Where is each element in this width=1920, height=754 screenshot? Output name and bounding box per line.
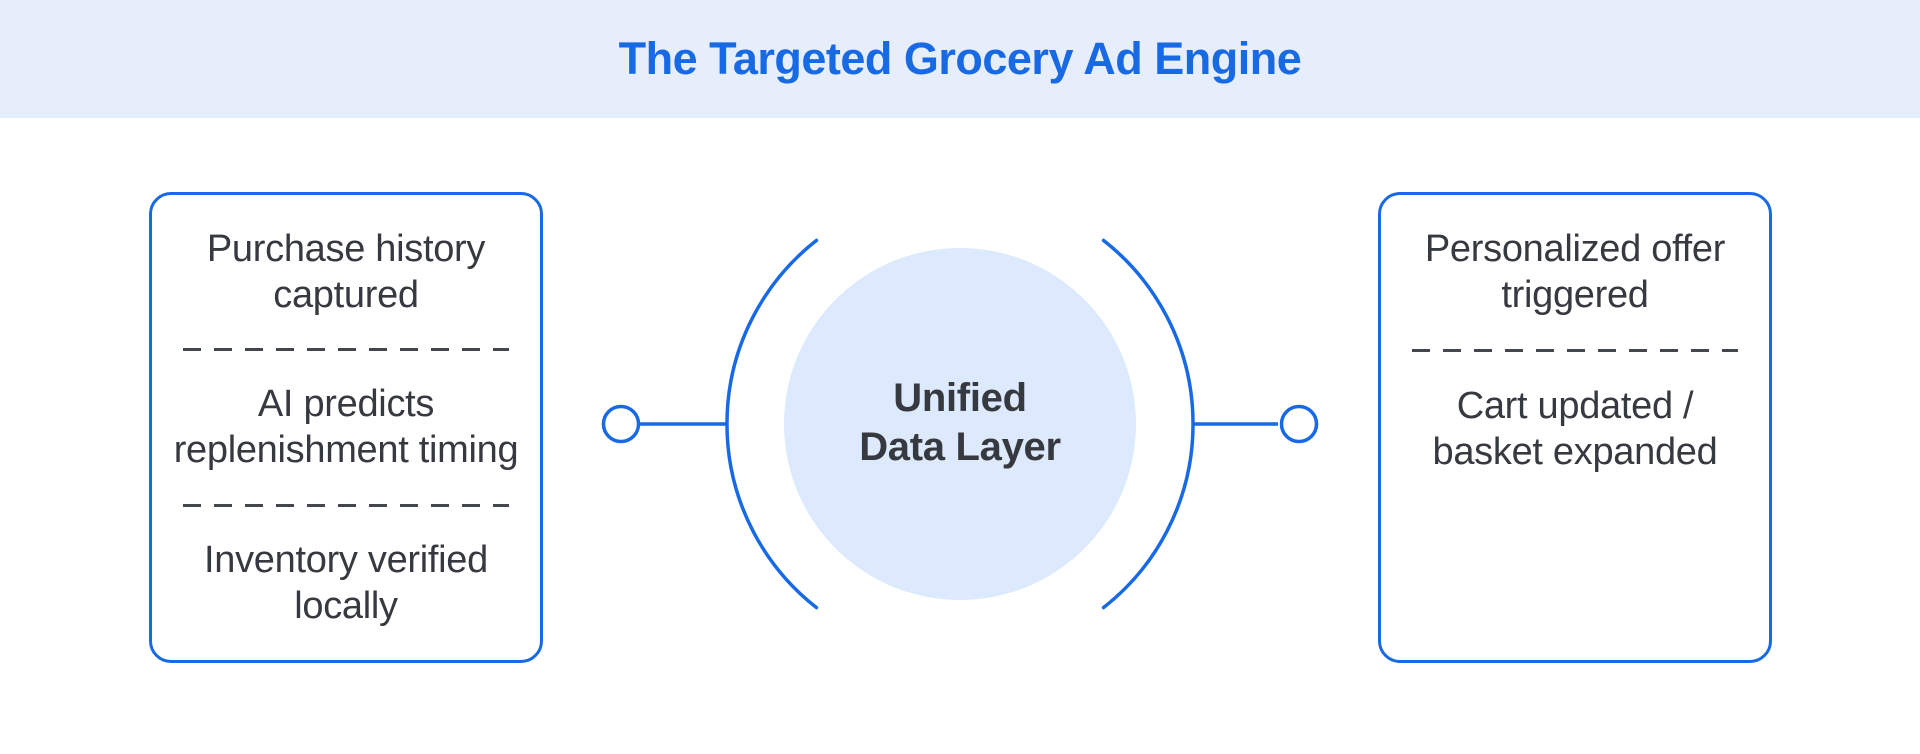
left-card-step-2: AI predicts replenishment timing	[152, 351, 540, 504]
dashed-divider	[1412, 349, 1738, 352]
step-text: locally	[294, 585, 398, 628]
step-text: Personalized offer	[1424, 228, 1726, 271]
hub-label-line-1: Unified	[893, 376, 1027, 420]
unified-data-layer-circle	[784, 248, 1136, 600]
left-card-step-3: Inventory verified locally	[152, 507, 540, 660]
step-text: captured	[273, 273, 419, 316]
right-card-step-1: Personalized offer triggered	[1381, 195, 1769, 349]
left-connector-node	[601, 404, 641, 444]
step-text: Cart updated /	[1456, 384, 1694, 427]
header-bar: The Targeted Grocery Ad Engine	[0, 0, 1920, 118]
left-card-step-1: Purchase history captured	[152, 195, 540, 348]
page-title: The Targeted Grocery Ad Engine	[618, 33, 1302, 84]
dashed-divider	[183, 348, 509, 351]
dashed-divider	[183, 504, 509, 507]
left-card: Purchase history captured AI predicts re…	[149, 192, 543, 663]
right-connector-node	[1279, 404, 1319, 444]
step-text: Purchase history	[206, 227, 486, 270]
step-text: Inventory verified	[204, 539, 488, 582]
step-text: basket expanded	[1432, 430, 1718, 473]
step-text: replenishment timing	[173, 429, 519, 472]
step-text: AI predicts	[257, 383, 435, 426]
right-card-step-2: Cart updated / basket expanded	[1381, 352, 1769, 506]
step-text: triggered	[1501, 274, 1649, 317]
hub-label-line-2: Data Layer	[859, 425, 1061, 469]
right-card: Personalized offer triggered Cart update…	[1378, 192, 1772, 663]
unified-data-layer-label: Unified Data Layer	[810, 374, 1110, 472]
